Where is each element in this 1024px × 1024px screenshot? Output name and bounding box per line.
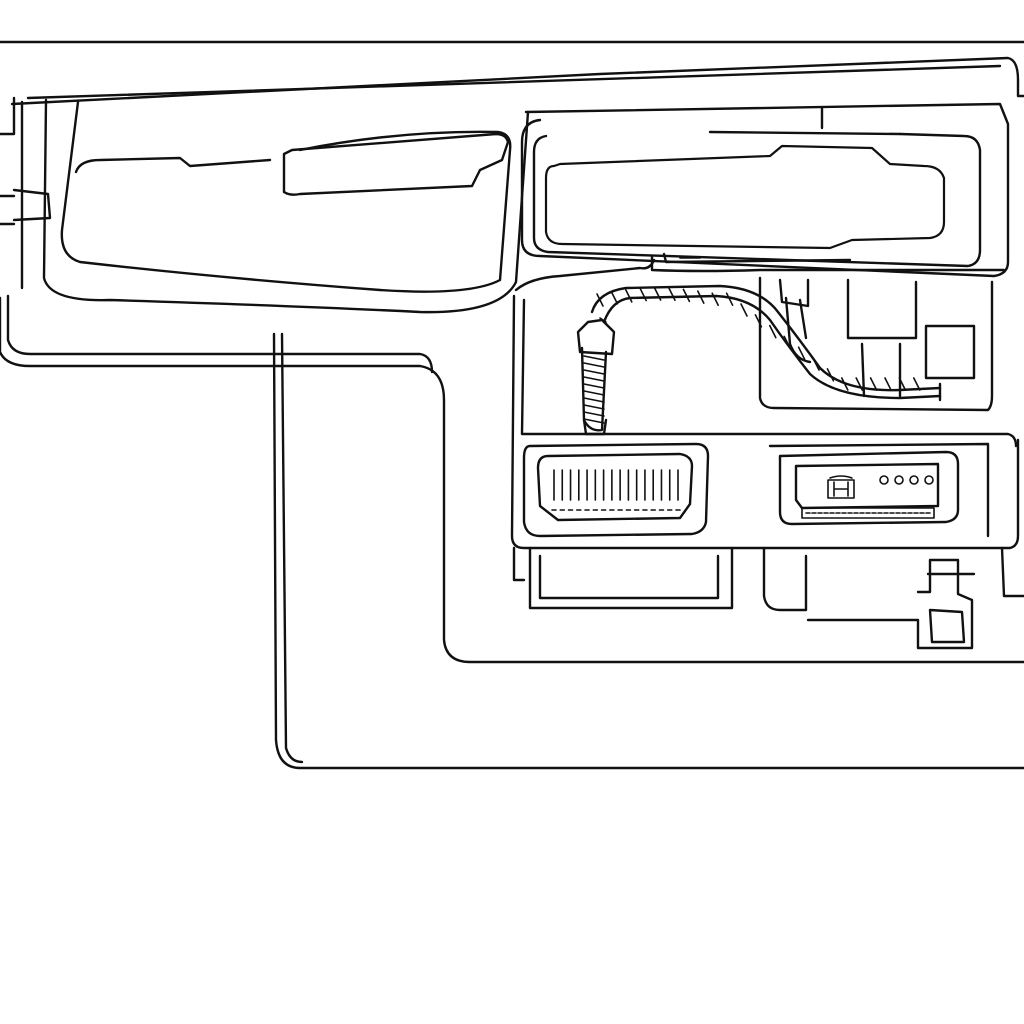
cable-rib: [912, 377, 921, 391]
cable-rib: [869, 377, 878, 391]
cable-rib: [696, 290, 705, 304]
module-text-strip: [801, 507, 935, 519]
port-pins: [551, 469, 681, 511]
indicator-light: [924, 475, 934, 485]
cable-rib: [725, 292, 734, 307]
cable-rib: [583, 383, 605, 389]
instrument-cluster: [520, 102, 1010, 278]
cable-rib: [583, 376, 605, 382]
cable-rib: [740, 303, 748, 317]
cable-rib: [840, 377, 849, 391]
cable-rib: [583, 404, 605, 410]
cable-rib: [610, 290, 619, 305]
cable-rib: [583, 362, 605, 368]
indicator-light: [909, 475, 919, 485]
obd2-port-icon: [522, 442, 710, 538]
cable-rib: [653, 287, 662, 301]
lower-panel-outline: [0, 294, 1024, 770]
cable-harness-icon: [576, 284, 942, 436]
cable-rib: [682, 288, 691, 303]
cable-rib: [583, 411, 605, 417]
cable-rib: [855, 377, 864, 391]
cable-rib: [583, 390, 605, 396]
left-fascia-panel: [0, 98, 530, 314]
cable-rib: [768, 324, 777, 339]
cable-rib: [583, 355, 605, 361]
indicator-lights: [879, 475, 934, 485]
cable-rib: [797, 346, 806, 361]
lower-brackets: [512, 546, 1024, 650]
cable-rib: [826, 367, 835, 382]
cable-rib: [596, 293, 604, 307]
module-housing: [510, 258, 1020, 550]
cable-rib: [783, 335, 792, 350]
diagnostic-module: [768, 442, 990, 538]
cable-rib: [898, 377, 907, 391]
cable-rib: [624, 289, 633, 303]
cable-rib: [754, 313, 763, 328]
brand-logo-icon: [827, 475, 855, 499]
cable-rib: [583, 369, 605, 375]
cable-rib: [583, 397, 605, 403]
cable-rib: [639, 287, 648, 302]
dashboard-outline: [0, 40, 1024, 290]
cable-rib: [711, 292, 720, 307]
cable-rib: [668, 287, 676, 302]
cable-rib: [884, 377, 892, 391]
cable-rib: [812, 357, 820, 371]
cable-rib: [583, 418, 605, 424]
indicator-light: [894, 475, 904, 485]
indicator-light: [879, 475, 889, 485]
